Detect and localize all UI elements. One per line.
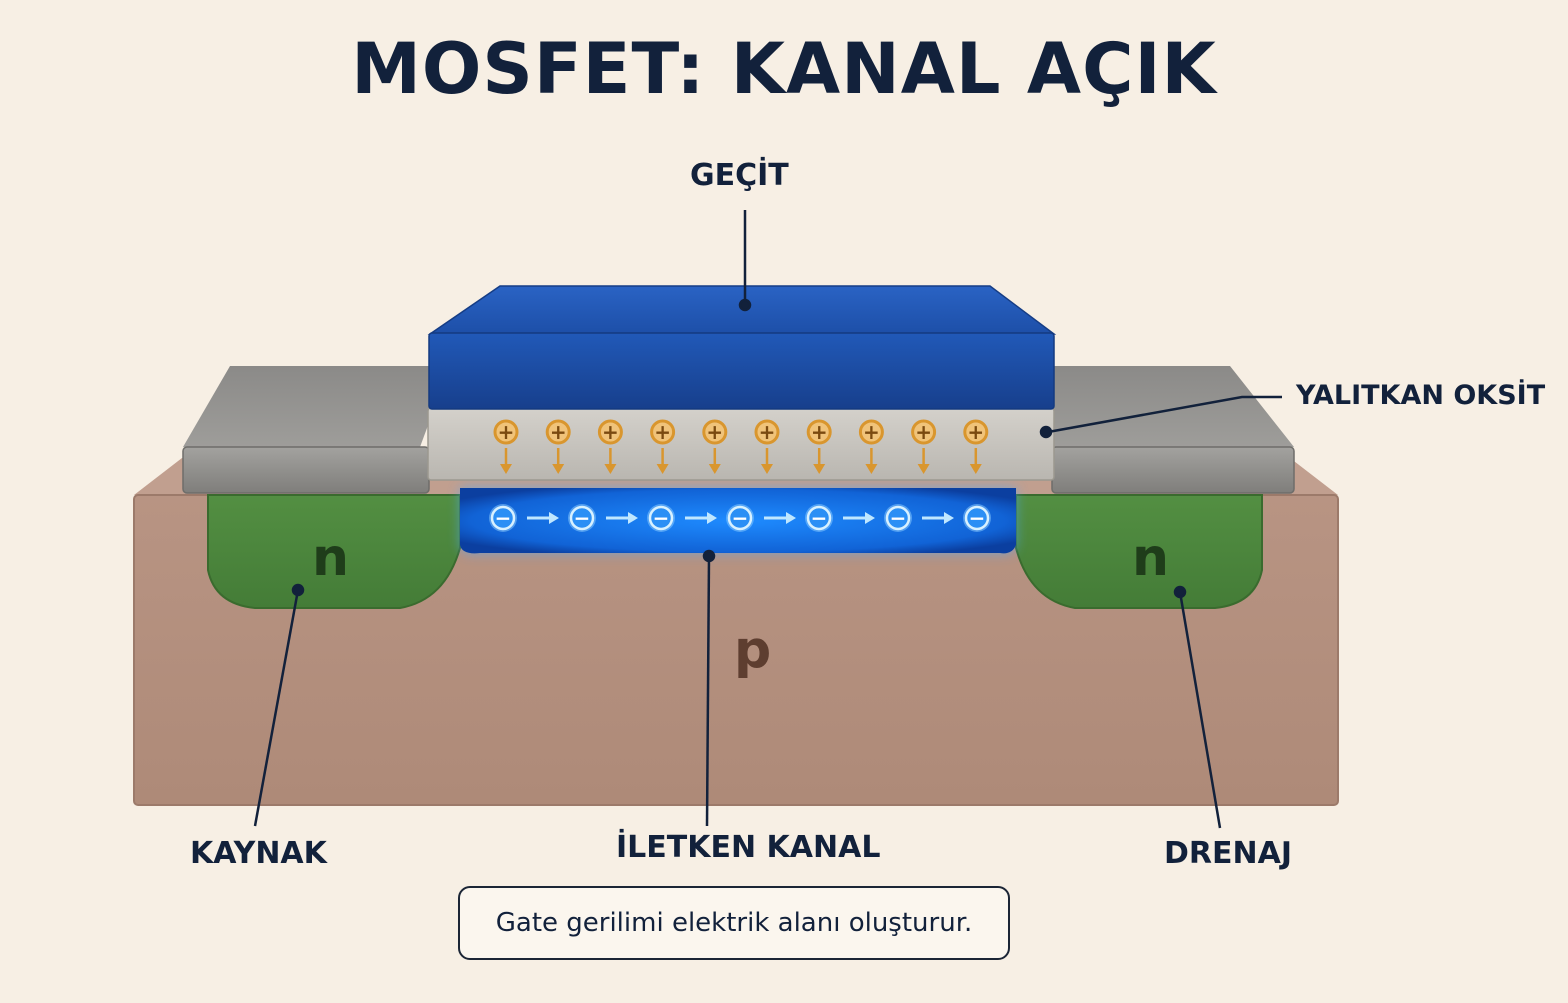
diagram-title: MOSFET: KANAL AÇIK	[351, 28, 1217, 110]
electron-flow-arrow	[922, 512, 954, 524]
hole-charge: +	[858, 419, 884, 474]
electron-flow-arrow	[527, 512, 559, 524]
electron-flow-arrow	[685, 512, 717, 524]
electron-flow-arrow	[843, 512, 875, 524]
hole-charge: +	[702, 419, 728, 474]
source-label: KAYNAK	[190, 836, 327, 871]
svg-text:+: +	[967, 420, 984, 444]
oxide-label: YALITKAN OKSİT	[1296, 380, 1546, 411]
hole-charge: +	[650, 419, 676, 474]
svg-text:+: +	[654, 420, 671, 444]
svg-text:−: −	[969, 506, 986, 530]
electron-flow-arrow	[764, 512, 796, 524]
electron: −	[489, 504, 517, 532]
svg-text:−: −	[574, 506, 591, 530]
oxide-layer	[427, 407, 1055, 481]
svg-text:+: +	[706, 420, 723, 444]
source-type-label: n	[312, 528, 350, 588]
svg-text:−: −	[653, 506, 670, 530]
electron: −	[805, 504, 833, 532]
hole-charges: + + + + + + + + + +	[493, 419, 989, 474]
svg-text:+: +	[550, 420, 567, 444]
leader-lines	[253, 210, 1282, 829]
source-n-region	[207, 494, 461, 609]
electron: −	[647, 504, 675, 532]
caption-text: Gate gerilimi elektrik alanı oluşturur.	[495, 908, 973, 938]
hole-charge: +	[545, 419, 571, 474]
svg-text:+: +	[759, 420, 776, 444]
substrate-type-label: p	[734, 620, 772, 680]
gate-label: GEÇİT	[690, 158, 789, 193]
drain-n-region	[1015, 494, 1263, 609]
hole-charge: +	[911, 419, 937, 474]
electron: −	[568, 504, 596, 532]
hole-charge: +	[754, 419, 780, 474]
svg-text:−: −	[811, 506, 828, 530]
caption-box: Gate gerilimi elektrik alanı oluşturur.	[458, 886, 1010, 960]
svg-text:−: −	[890, 506, 907, 530]
hole-charge: +	[493, 419, 519, 474]
drain-type-label: n	[1132, 528, 1170, 588]
svg-text:+: +	[498, 420, 515, 444]
svg-text:+: +	[915, 420, 932, 444]
svg-text:+: +	[811, 420, 828, 444]
electron-flow-arrow	[606, 512, 638, 524]
electron: −	[884, 504, 912, 532]
electron-row: −−−−−−−	[489, 504, 991, 532]
hole-charge: +	[963, 419, 989, 474]
hole-charge: +	[806, 419, 832, 474]
svg-text:−: −	[495, 506, 512, 530]
source-metal-contact	[182, 366, 450, 494]
svg-text:−: −	[732, 506, 749, 530]
svg-text:+: +	[602, 420, 619, 444]
hole-charge: +	[597, 419, 623, 474]
electron: −	[726, 504, 754, 532]
drain-metal-contact	[1050, 366, 1295, 494]
channel-label: İLETKEN KANAL	[616, 830, 881, 865]
electron: −	[963, 504, 991, 532]
svg-text:+: +	[863, 420, 880, 444]
drain-label: DRENAJ	[1164, 836, 1292, 871]
